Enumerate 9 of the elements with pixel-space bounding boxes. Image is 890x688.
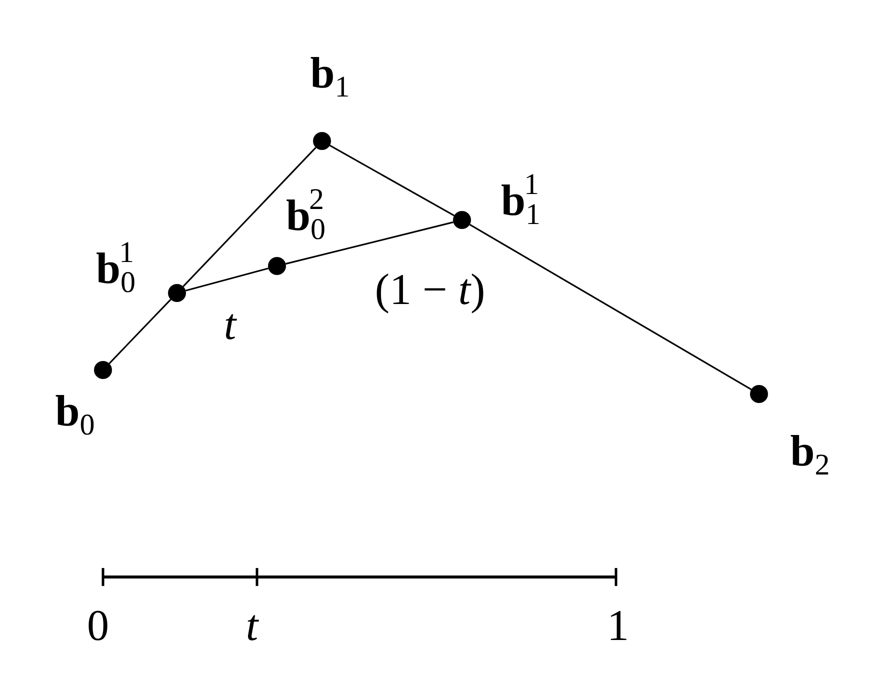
line-segment [108, 298, 172, 364]
line-segment [185, 268, 269, 292]
point-label: b$_{2}$ [790, 430, 830, 480]
line-segment [182, 146, 316, 288]
point-label: b$_{1}$ [310, 52, 350, 102]
line-segment [286, 221, 454, 265]
point-label: b$_{0}$ [55, 390, 95, 440]
line-segment [469, 224, 752, 390]
line-segment [329, 144, 455, 216]
